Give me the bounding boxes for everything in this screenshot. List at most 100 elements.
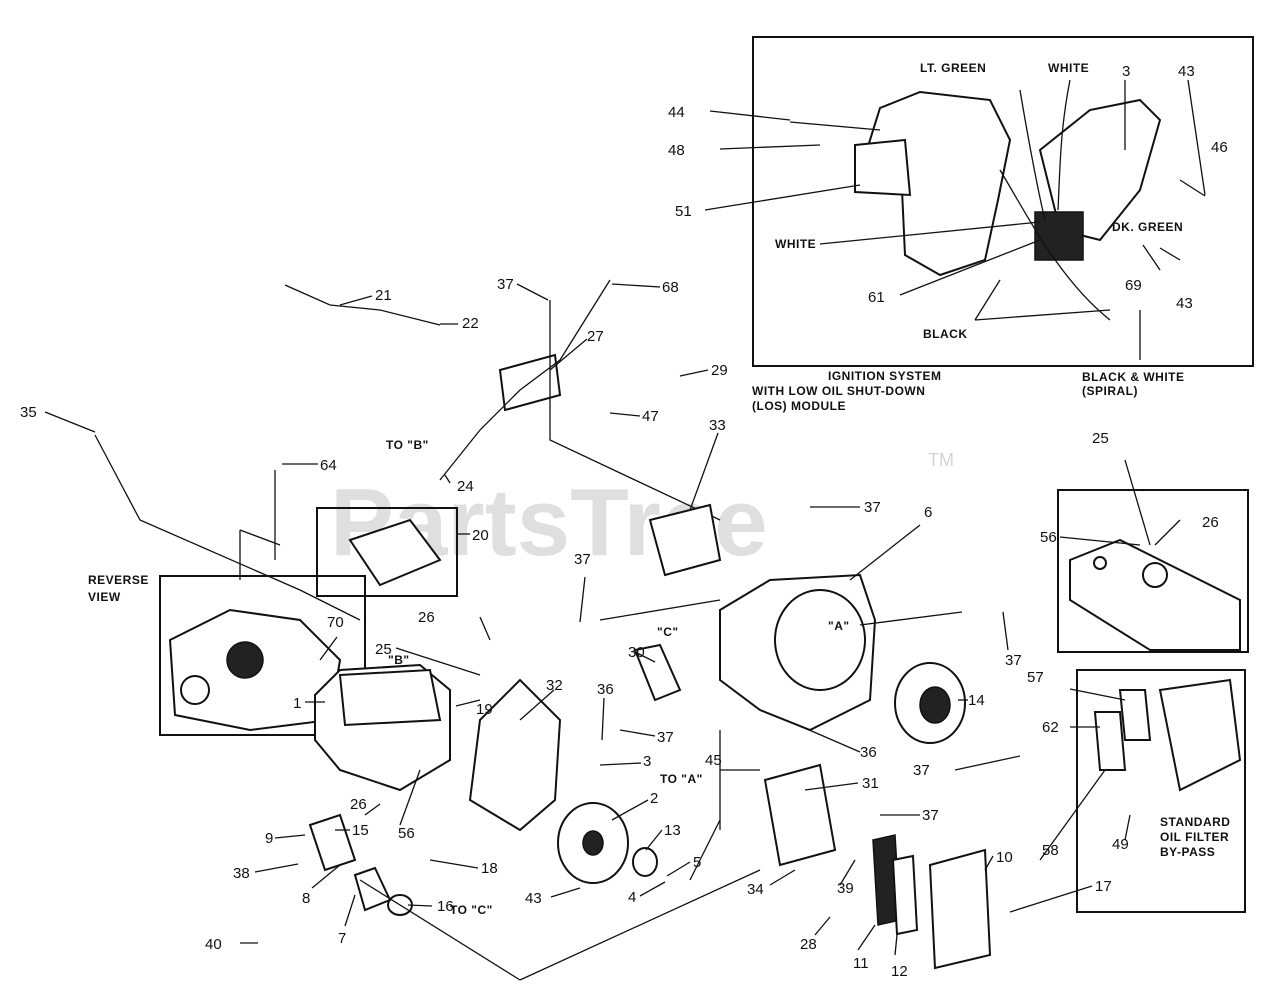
governor-spring-21	[284, 284, 441, 326]
callout-37-a: 37	[497, 276, 514, 293]
callout-26-c: 26	[1202, 514, 1219, 531]
callout-18: 18	[481, 860, 498, 877]
callout-38: 38	[233, 865, 250, 882]
callout-12: 12	[891, 963, 908, 980]
callout-56-b: 56	[1040, 529, 1057, 546]
route-mark-a: "A"	[828, 619, 850, 633]
baffle-30	[633, 643, 682, 702]
callout-17: 17	[1095, 878, 1112, 895]
reverse-label-line1: REVERSE	[88, 573, 149, 587]
callout-37-c: 37	[1005, 652, 1022, 669]
cup-13	[632, 847, 658, 877]
callout-47: 47	[642, 408, 659, 425]
callout-3-mid: 3	[643, 753, 651, 770]
reverse-view-inset: REVERSE VIEW	[88, 573, 366, 736]
ignition-caption-line3: (LOS) MODULE	[752, 399, 846, 413]
oil-caption-line2: OIL FILTER	[1160, 830, 1229, 844]
callout-26-a: 26	[418, 609, 435, 626]
callout-35: 35	[20, 404, 37, 421]
callout-51: 51	[675, 203, 692, 220]
callout-13: 13	[664, 822, 681, 839]
callout-11: 11	[853, 955, 869, 972]
callout-69: 69	[1125, 277, 1142, 294]
callout-25-a: 25	[375, 641, 392, 658]
callout-8: 8	[302, 890, 310, 907]
label-dk-green: DK. GREEN	[1112, 220, 1183, 234]
callout-5: 5	[693, 854, 701, 871]
callout-36-b: 36	[860, 744, 877, 761]
bracket-20-frame	[316, 507, 458, 597]
callout-68: 68	[662, 279, 679, 296]
muffler-31	[763, 763, 837, 867]
oil-filter-housing-shape	[1069, 538, 1241, 651]
oil-filter-detail-inset	[1057, 459, 1249, 653]
callout-64: 64	[320, 457, 337, 474]
label-lt-green: LT. GREEN	[920, 61, 986, 75]
callout-43-mid: 43	[1176, 295, 1193, 312]
callout-37-e: 37	[657, 729, 674, 746]
callout-43-top: 43	[1178, 63, 1195, 80]
callout-21: 21	[375, 287, 392, 304]
route-mark-c: "C"	[657, 625, 679, 639]
callout-14: 14	[968, 692, 985, 709]
callout-16: 16	[437, 898, 454, 915]
oil-filter-detail-frame	[1057, 489, 1249, 653]
wire-lt-green	[1019, 89, 1046, 221]
label-black-white: BLACK & WHITE	[1082, 370, 1185, 384]
callout-30: 30	[628, 644, 645, 661]
ignition-inset: LT. GREEN WHITE WHITE DK. GREEN BLACK BL…	[704, 36, 1254, 413]
callout-22: 22	[462, 315, 479, 332]
callout-49: 49	[1112, 836, 1129, 853]
callout-36-a: 36	[597, 681, 614, 698]
callout-34: 34	[747, 881, 764, 898]
callout-40: 40	[205, 936, 222, 953]
callout-10: 10	[996, 849, 1013, 866]
callout-56-a: 56	[398, 825, 415, 842]
coil-bracket-shape	[854, 138, 912, 197]
linkage-35	[94, 434, 361, 621]
callout-70: 70	[327, 614, 344, 631]
bypass-plate-shape	[1093, 711, 1127, 771]
wire-black	[999, 169, 1111, 321]
callout-57: 57	[1027, 669, 1044, 686]
route-mark-b: "B"	[388, 653, 410, 667]
callout-37-b: 37	[864, 499, 881, 516]
oil-bypass-frame	[1076, 669, 1246, 913]
callout-20: 20	[472, 527, 489, 544]
callout-39: 39	[837, 880, 854, 897]
air-cleaner-cover-10	[928, 848, 992, 970]
callout-62: 62	[1042, 719, 1059, 736]
callout-1: 1	[293, 695, 301, 712]
shroud-32	[468, 678, 562, 832]
callout-26-b: 26	[350, 796, 367, 813]
callout-19: 19	[476, 701, 493, 718]
callout-44: 44	[668, 104, 685, 121]
ignition-inset-frame	[752, 36, 1254, 367]
callout-28: 28	[800, 936, 817, 953]
callout-29: 29	[711, 362, 728, 379]
reverse-label-line2: VIEW	[88, 590, 121, 604]
ignition-caption-line1: IGNITION SYSTEM	[828, 369, 942, 383]
callout-37-g: 37	[922, 807, 939, 824]
route-label-to-a: TO "A"	[660, 772, 703, 786]
ignition-caption-line2: WITH LOW OIL SHUT-DOWN	[752, 384, 925, 398]
oil-caption-line1: STANDARD	[1160, 815, 1230, 829]
callout-27: 27	[587, 328, 604, 345]
route-label-to-c: TO "C"	[450, 903, 493, 917]
callout-leaders	[44, 283, 1093, 956]
bypass-gasket-shape	[1118, 689, 1152, 741]
prefilter-12	[891, 854, 919, 936]
callout-7: 7	[338, 930, 346, 947]
los-module-shape	[1034, 211, 1084, 261]
oil-caption-line3: BY-PASS	[1160, 845, 1215, 859]
bracket-20	[348, 518, 442, 587]
callout-33: 33	[709, 417, 726, 434]
callout-numbers: 44 48 51 3 43 46 69 43 61 21 22 37 68 27…	[20, 63, 1228, 980]
oil-bypass-inset: STANDARD OIL FILTER BY-PASS	[1039, 669, 1246, 913]
callout-25-b: 25	[1092, 430, 1109, 447]
part-7	[353, 866, 392, 912]
label-white-top: WHITE	[1048, 61, 1089, 75]
callout-3-top: 3	[1122, 63, 1130, 80]
main-parts	[94, 279, 992, 981]
